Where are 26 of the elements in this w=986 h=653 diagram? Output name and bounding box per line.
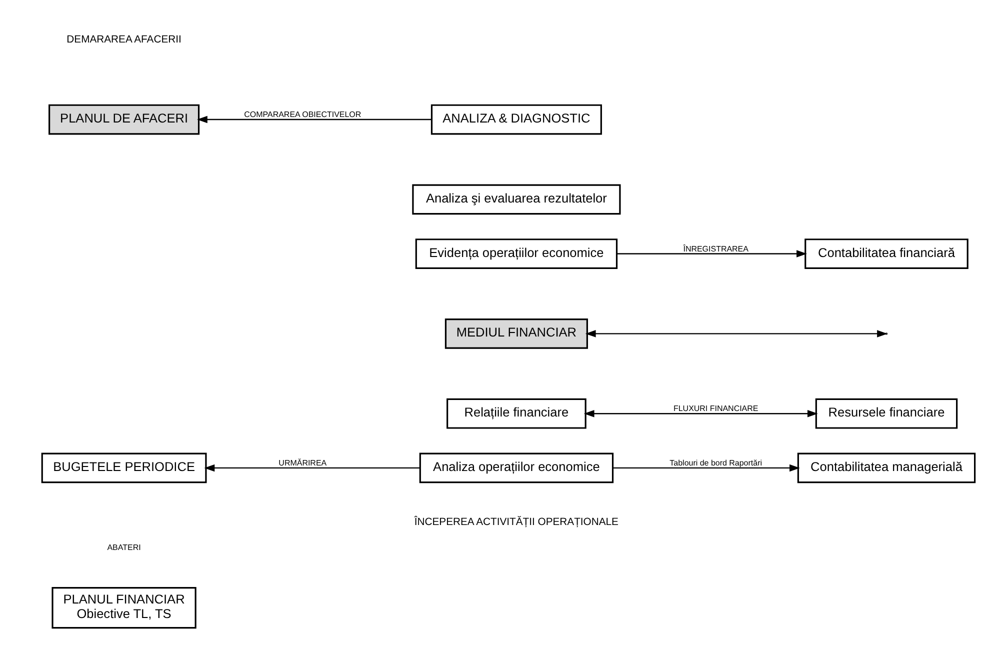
label: ÎNCEPEREA ACTIVITĂȚII OPERAȚIONALE (414, 517, 618, 528)
node-box: ANALIZA & DIAGNOSTIC (430, 104, 602, 135)
arrow (612, 464, 800, 472)
label: ABATERI (107, 542, 141, 552)
arrow (196, 116, 432, 124)
node-box: Analiza şi evaluarea rezultatelor (412, 184, 621, 215)
edge-label: Tablouri de bord Raportări (670, 458, 762, 468)
edge-label: ÎNREGISTRAREA (683, 244, 748, 254)
node-box: Evidența operațiilor economice (415, 238, 618, 269)
node-box: BUGETELE PERIODICE (41, 452, 207, 484)
edge-label: URMĂRIREA (278, 458, 327, 468)
label: DEMARAREA AFACERII (66, 34, 182, 46)
node-box: MEDIUL FINANCIAR (444, 318, 588, 349)
edge-label: COMPARAREA OBIECTIVELOR (244, 110, 362, 120)
node-box: PLANUL FINANCIAR Obiective TL, TS (52, 587, 196, 629)
arrow (204, 464, 420, 472)
node-box: Analiza operațiilor economice (419, 452, 614, 484)
arrow (585, 330, 888, 338)
node-box: Relațiile financiare (446, 398, 586, 429)
node-box: Resursele financiare (815, 398, 958, 429)
arrow (616, 250, 807, 258)
node-box: Contabilitatea managerială (797, 452, 976, 484)
node-box: PLANUL DE AFACERI (48, 104, 200, 135)
edge-label: FLUXURI FINANCIARE (673, 404, 758, 414)
node-box: Contabilitatea financiară (804, 238, 968, 269)
arrow (584, 410, 818, 418)
